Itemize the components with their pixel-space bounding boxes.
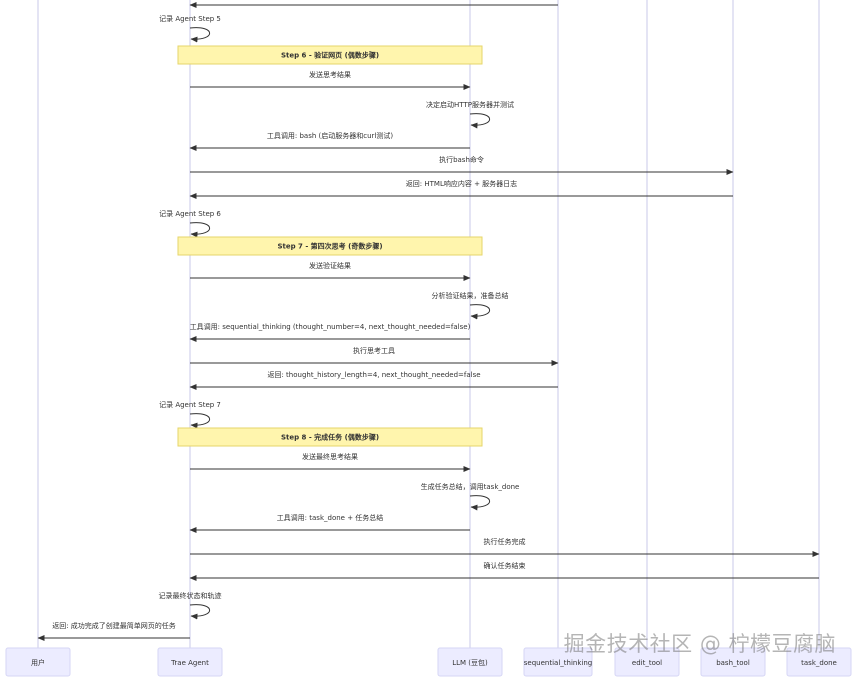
step-note: Step 6 - 验证网页 (偶数步骤): [177, 45, 483, 65]
message-agent-to-llm: 发送验证结果: [190, 261, 471, 281]
actor-llm: LLM (豆包): [437, 647, 503, 677]
actor-box: [437, 647, 503, 677]
message-done-to-agent: 确认任务结束: [189, 561, 819, 581]
self-message-agent: 记录 Agent Step 6: [159, 210, 221, 238]
self-loop-arrow: [189, 27, 210, 43]
actor-user: 用户: [5, 647, 71, 677]
self-message-agent: 记录 Agent Step 7: [159, 401, 221, 429]
actor-done: task_done: [786, 647, 852, 677]
message-agent-to-seq: 执行思考工具: [190, 346, 559, 366]
note-label: Step 7 - 第四次思考 (奇数步骤): [277, 242, 382, 251]
self-loop-arrow: [469, 304, 490, 320]
self-message-label: 记录 Agent Step 5: [159, 15, 221, 23]
actor-agent: Trae Agent: [157, 647, 223, 677]
self-message-label: 分析验证结果，准备总结: [432, 291, 509, 300]
message-label: 发送最终思考结果: [302, 452, 358, 461]
actor-box: [157, 647, 223, 677]
step-note: Step 7 - 第四次思考 (奇数步骤): [177, 236, 483, 256]
message-label: 返回: HTML响应内容 + 服务器日志: [406, 179, 517, 188]
message-label: 确认任务结束: [484, 561, 526, 570]
actor-label: 用户: [31, 658, 45, 667]
message-label: 执行任务完成: [484, 537, 526, 546]
message-label: 发送思考结果: [309, 70, 351, 79]
message-seq-to-agent: 返回: thought_history_length=4, next_thoug…: [189, 371, 558, 390]
self-message-llm: 分析验证结果，准备总结: [432, 291, 509, 320]
self-message-llm: 决定启动HTTP服务器并测试: [426, 100, 514, 129]
message-llm-to-agent: 工具调用: sequential_thinking (thought_numbe…: [189, 322, 471, 342]
message-agent-to-done: 执行任务完成: [190, 537, 820, 557]
message-label: 执行bash命令: [439, 155, 484, 164]
note-label: Step 8 - 完成任务 (偶数步骤): [281, 433, 379, 442]
message-label: 执行思考工具: [353, 346, 395, 355]
actor-label: sequential_thinking: [524, 659, 592, 667]
self-loop-arrow: [189, 604, 210, 620]
message-label: 返回: thought_history_length=4, next_thoug…: [267, 371, 480, 379]
note-box: [177, 236, 483, 256]
actor-bash: bash_tool: [700, 647, 766, 677]
self-message-label: 记录最终状态和轨迹: [159, 591, 222, 600]
step-note: Step 8 - 完成任务 (偶数步骤): [177, 427, 483, 447]
message-label: 工具调用: bash (启动服务器和curl测试): [267, 131, 393, 140]
self-message-llm: 生成任务总结，调用task_done: [421, 482, 520, 511]
actor-edit: edit_tool: [614, 647, 680, 677]
message-label: 工具调用: task_done + 任务总结: [277, 513, 384, 522]
self-loop-arrow: [189, 413, 210, 429]
message-agent-to-user: 返回: 成功完成了创建最简单网页的任务: [37, 621, 190, 641]
note-box: [177, 45, 483, 65]
message-agent-to-bash: 执行bash命令: [190, 155, 734, 175]
self-message-label: 决定启动HTTP服务器并测试: [426, 100, 514, 109]
note-label: Step 6 - 验证网页 (偶数步骤): [281, 51, 379, 60]
message-llm-to-agent: 工具调用: task_done + 任务总结: [189, 513, 470, 533]
self-loop-arrow: [469, 113, 490, 129]
watermark-text: 掘金技术社区 @ 柠檬豆腐脑: [563, 632, 836, 656]
actor-seq: sequential_thinking: [523, 647, 593, 677]
self-loop-arrow: [189, 222, 210, 238]
actor-box: [786, 647, 852, 677]
note-box: [177, 427, 483, 447]
actor-label: bash_tool: [716, 659, 750, 667]
self-message-label: 生成任务总结，调用task_done: [421, 482, 520, 491]
actor-box: [614, 647, 680, 677]
message-agent-to-llm: 发送最终思考结果: [190, 452, 471, 472]
message-llm-to-agent: 工具调用: bash (启动服务器和curl测试): [189, 131, 470, 151]
actor-label: Trae Agent: [170, 659, 209, 667]
actor-box: [700, 647, 766, 677]
actor-label: LLM (豆包): [452, 658, 488, 667]
message-label: 发送验证结果: [309, 261, 351, 270]
self-loop-arrow: [469, 495, 490, 511]
actor-label: task_done: [801, 659, 837, 667]
message-bash-to-agent: 返回: HTML响应内容 + 服务器日志: [189, 179, 733, 199]
actor-label: edit_tool: [632, 659, 662, 667]
self-message-agent: 记录最终状态和轨迹: [159, 591, 222, 620]
actor-box: [5, 647, 71, 677]
self-message-label: 记录 Agent Step 7: [159, 401, 221, 409]
self-message-agent: 记录 Agent Step 5: [159, 15, 221, 43]
self-message-label: 记录 Agent Step 6: [159, 210, 221, 218]
message-agent-to-llm: 发送思考结果: [190, 70, 471, 90]
message-label: 工具调用: sequential_thinking (thought_numbe…: [190, 322, 471, 331]
actor-box: [523, 647, 593, 677]
message-label: 返回: 成功完成了创建最简单网页的任务: [52, 621, 176, 630]
